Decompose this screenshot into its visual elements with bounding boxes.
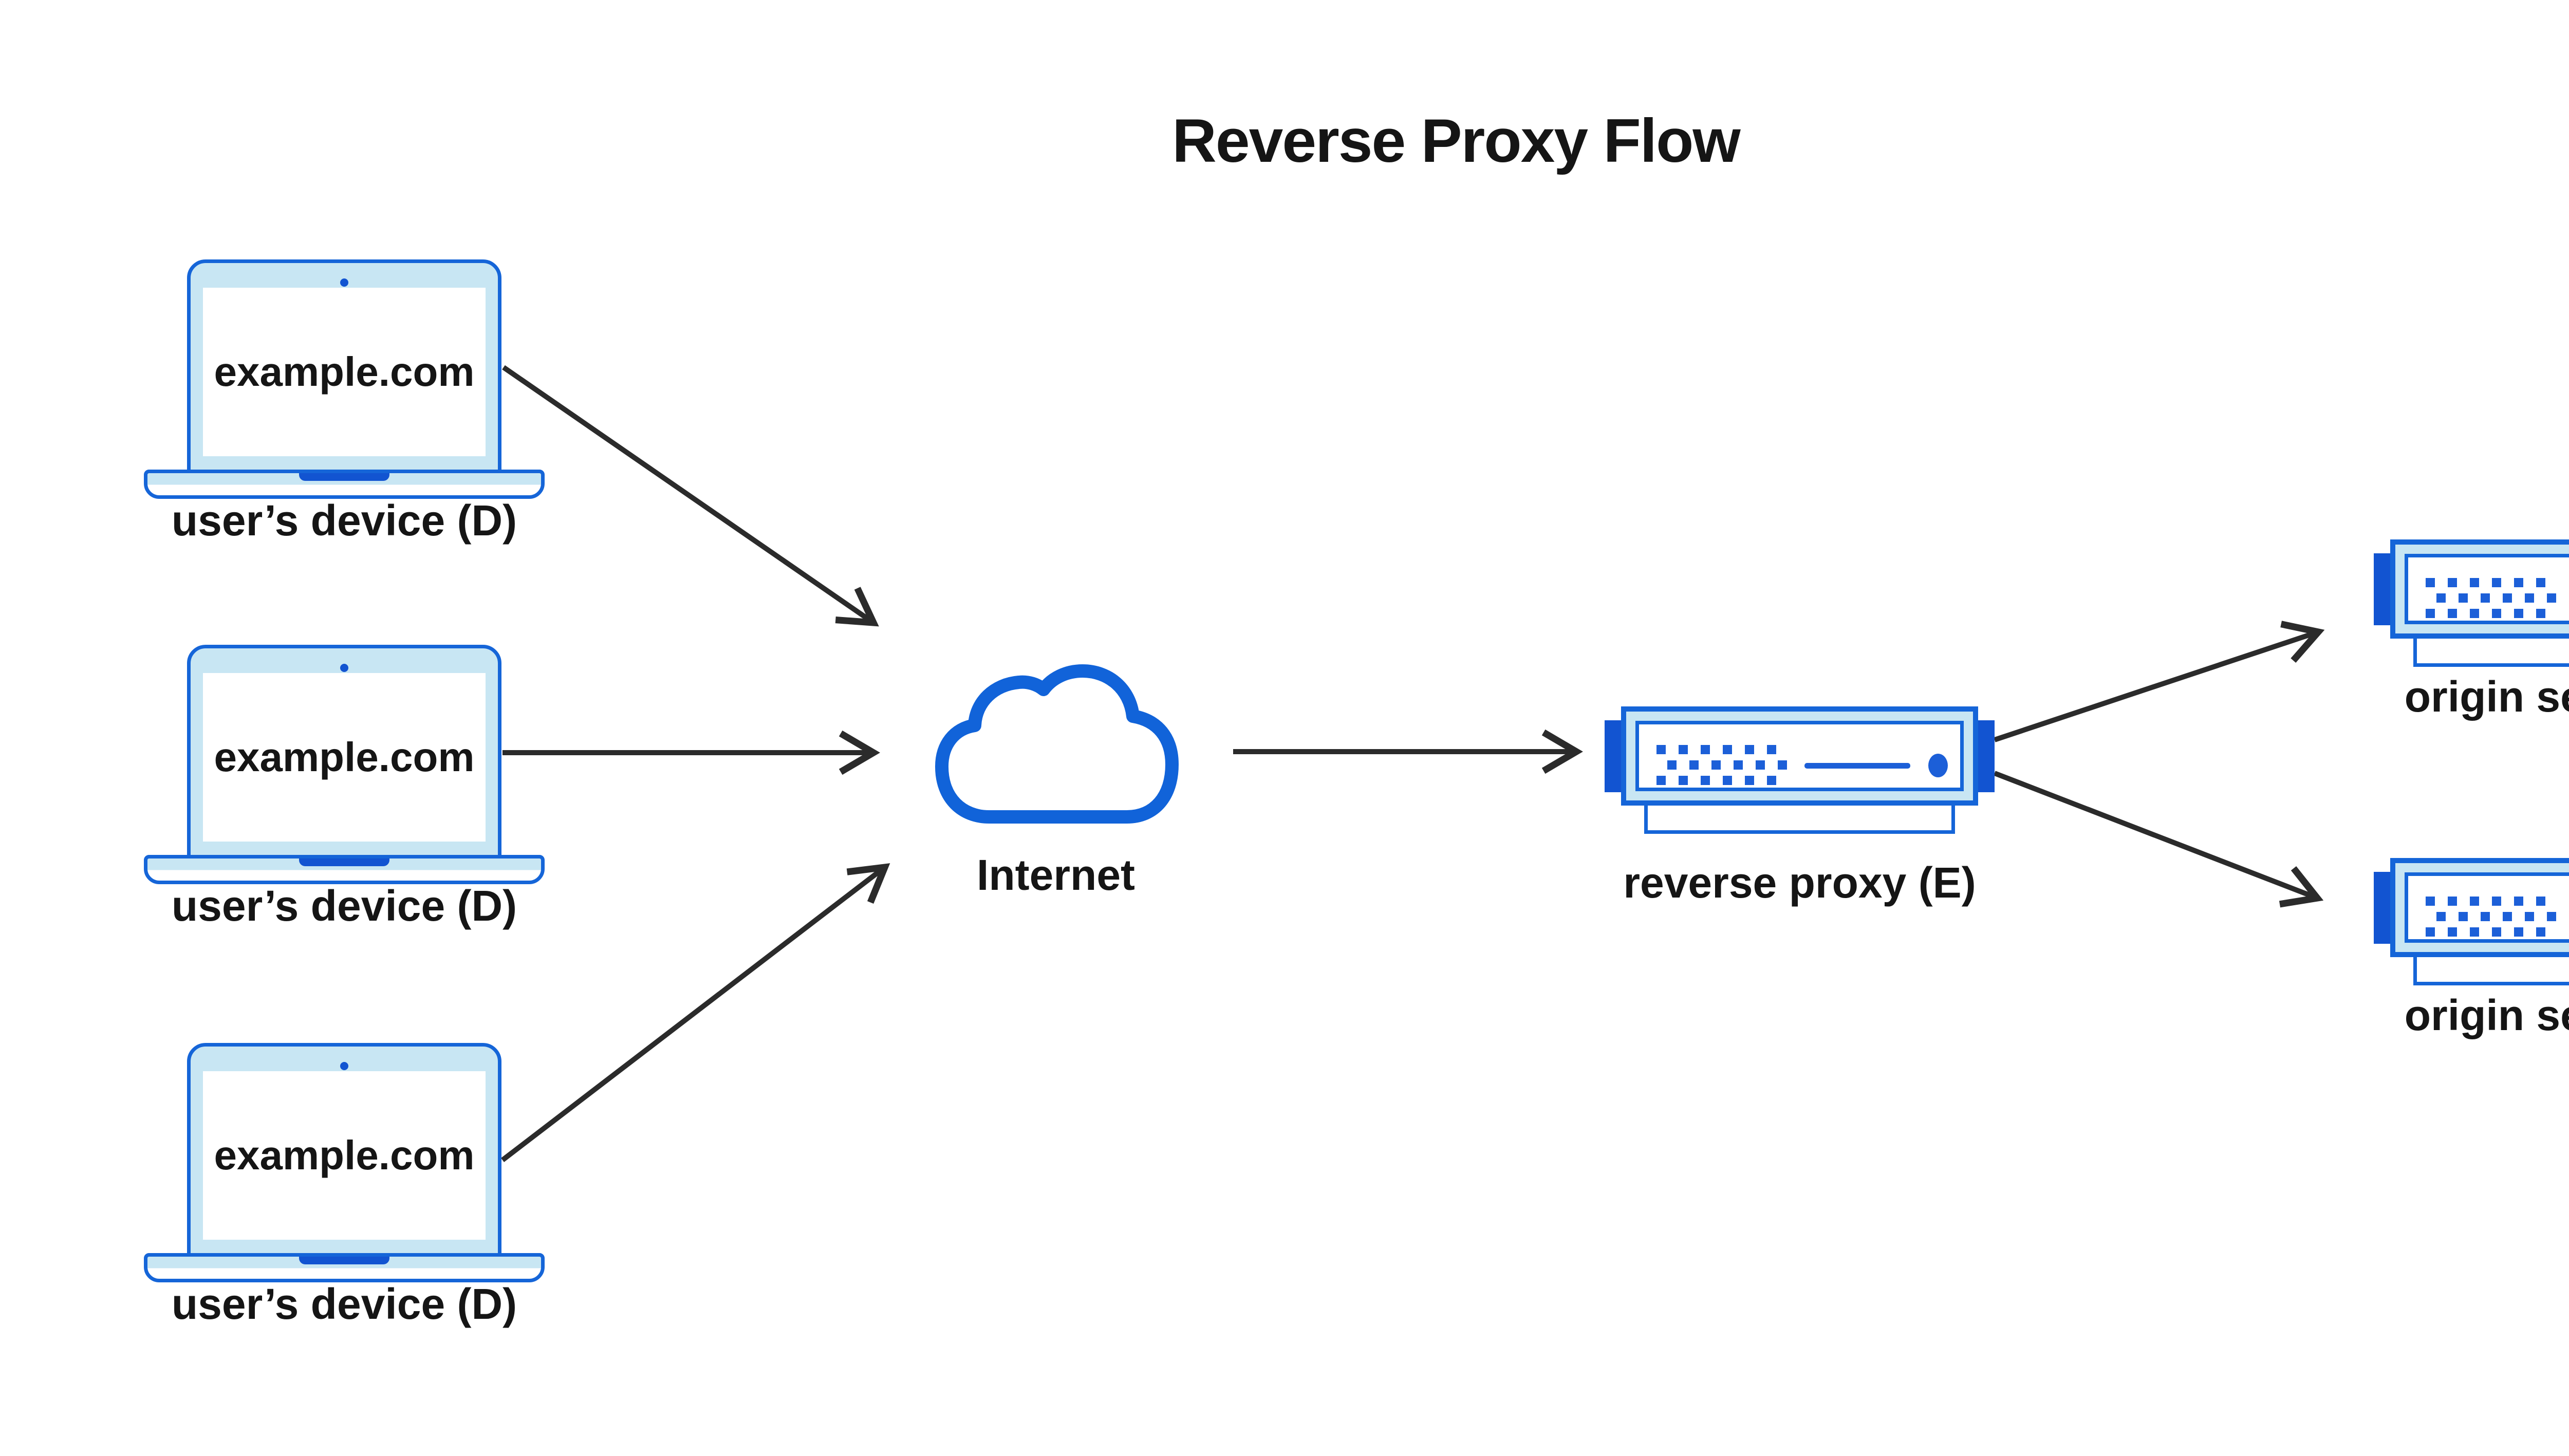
server-faceplate bbox=[2405, 872, 2569, 943]
arrow-proxy-to-origin2 bbox=[1994, 771, 2324, 908]
server-left-tab bbox=[1605, 720, 1623, 792]
origin-server-label: origin server (F) bbox=[2404, 673, 2569, 721]
server-icon bbox=[2390, 539, 2569, 639]
laptop-icon: example.com bbox=[187, 1043, 501, 1257]
laptop-base bbox=[144, 855, 545, 884]
device-label: user’s device (D) bbox=[171, 1280, 517, 1328]
server-right-tab bbox=[1976, 720, 1995, 792]
server-base bbox=[2413, 635, 2569, 667]
screen-url-text: example.com bbox=[214, 734, 475, 780]
arrow-proxy-to-origin1 bbox=[1994, 621, 2325, 742]
server-base bbox=[1644, 802, 1955, 834]
server-faceplate bbox=[2405, 554, 2569, 624]
user-device-2: example.com user’s device (D) bbox=[144, 645, 545, 953]
reverse-proxy-node: reverse proxy (E) bbox=[1605, 706, 1995, 922]
camera-dot-icon bbox=[340, 278, 348, 287]
device-label: user’s device (D) bbox=[171, 882, 517, 930]
laptop-screen: example.com bbox=[203, 288, 486, 456]
server-base bbox=[2413, 954, 2569, 985]
arrow-device1-to-internet bbox=[502, 365, 879, 627]
internet-label: Internet bbox=[976, 851, 1135, 899]
laptop-hinge bbox=[299, 858, 389, 866]
server-faceplate bbox=[1635, 721, 1964, 791]
laptop-icon: example.com bbox=[187, 645, 501, 858]
laptop-base bbox=[144, 470, 545, 499]
laptop-base bbox=[144, 1253, 545, 1282]
internet-node: Internet bbox=[912, 656, 1200, 943]
origin-server-2-node: origin server (F) bbox=[2374, 858, 2569, 1074]
origin-server-1-node: origin server (F) bbox=[2374, 539, 2569, 755]
laptop-icon: example.com bbox=[187, 259, 501, 473]
camera-dot-icon bbox=[340, 664, 348, 672]
camera-dot-icon bbox=[340, 1062, 348, 1070]
server-vents-icon bbox=[2426, 897, 2556, 937]
device-label: user’s device (D) bbox=[171, 496, 517, 545]
origin-server-label: origin server (F) bbox=[2404, 991, 2569, 1039]
server-vents-icon bbox=[2426, 578, 2556, 618]
server-left-tab bbox=[2374, 553, 2392, 625]
laptop-screen: example.com bbox=[203, 1071, 486, 1240]
laptop-hinge bbox=[299, 1257, 389, 1264]
arrow-device3-to-internet bbox=[500, 863, 890, 1162]
user-device-1: example.com user’s device (D) bbox=[144, 259, 545, 568]
laptop-hinge bbox=[299, 473, 389, 481]
reverse-proxy-label: reverse proxy (E) bbox=[1623, 858, 1976, 907]
server-icon bbox=[2390, 858, 2569, 957]
server-vents-icon bbox=[1656, 745, 1948, 785]
screen-url-text: example.com bbox=[214, 1132, 475, 1178]
screen-url-text: example.com bbox=[214, 349, 475, 395]
cloud-icon bbox=[935, 664, 1179, 824]
server-icon bbox=[1621, 706, 1978, 806]
page-title: Reverse Proxy Flow bbox=[1172, 106, 1741, 175]
server-left-tab bbox=[2374, 872, 2392, 944]
user-device-3: example.com user’s device (D) bbox=[144, 1043, 545, 1351]
laptop-screen: example.com bbox=[203, 673, 486, 842]
